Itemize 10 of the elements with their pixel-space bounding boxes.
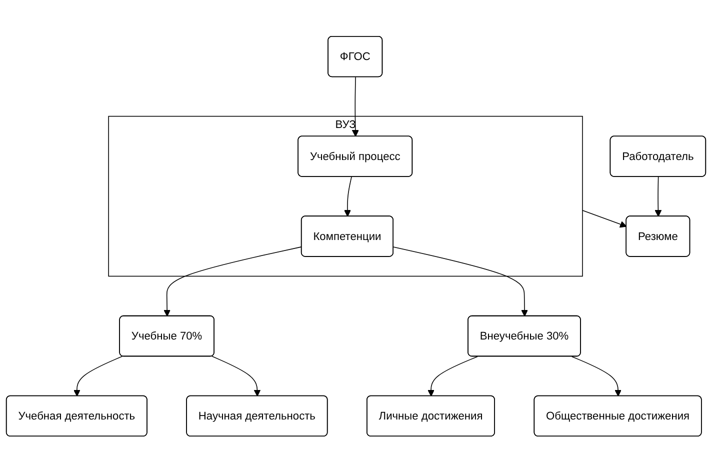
arrow bbox=[428, 356, 478, 397]
arrow bbox=[344, 176, 352, 218]
arrow bbox=[164, 246, 302, 317]
arrow bbox=[352, 76, 359, 138]
arrow bbox=[572, 356, 622, 397]
arrow bbox=[393, 246, 528, 317]
arrow bbox=[212, 356, 261, 397]
arrow bbox=[654, 176, 662, 218]
arrow bbox=[582, 210, 627, 228]
arrow bbox=[73, 356, 123, 397]
